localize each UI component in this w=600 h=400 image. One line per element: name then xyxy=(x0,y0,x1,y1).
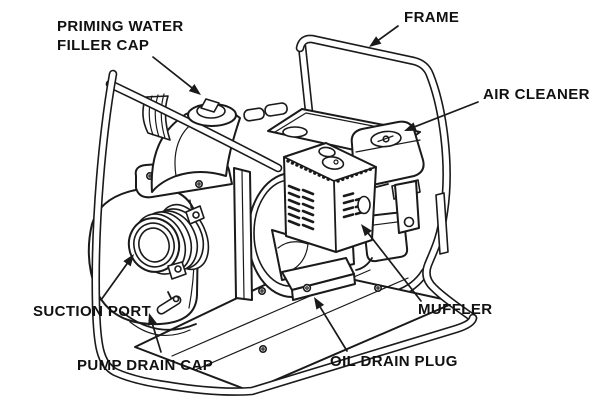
louvers-left xyxy=(287,184,315,231)
adapter-plate xyxy=(233,167,253,301)
cap-slot-tab xyxy=(200,98,220,113)
platform-bolt xyxy=(258,344,267,353)
bead-trim xyxy=(336,167,373,183)
leader-line-priming-water-filler-cap xyxy=(152,56,196,91)
engine-shroud xyxy=(283,142,377,253)
leader-arrowhead-oil-drain-plug xyxy=(314,297,325,310)
bead-trim xyxy=(286,159,332,182)
label-air-cleaner: AIR CLEANER xyxy=(483,86,590,103)
leader-arrowhead-air-cleaner xyxy=(404,122,417,131)
label-pump-drain-cap: PUMP DRAIN CAP xyxy=(77,357,213,374)
label-muffler: MUFFLER xyxy=(418,301,492,318)
platform-bolt xyxy=(257,286,266,295)
plate-bolt xyxy=(195,180,204,189)
label-frame: FRAME xyxy=(404,9,459,26)
leader-arrowhead-frame xyxy=(369,36,382,47)
leader-line-oil-drain-plug xyxy=(317,302,348,352)
leader-line-muffler xyxy=(365,229,422,302)
ear-bolt xyxy=(192,211,200,219)
label-suction-port: SUCTION PORT xyxy=(33,303,151,320)
priming-cap-part xyxy=(187,98,237,127)
engine-bracket xyxy=(435,192,449,255)
pump-drain-cap-part xyxy=(156,291,182,315)
volute-lip xyxy=(121,311,197,331)
leader-line-air-cleaner xyxy=(410,101,479,129)
ear-bolt xyxy=(174,265,182,273)
oil-drain-plug-bolt xyxy=(302,283,312,293)
label-oil-drain-plug: OIL DRAIN PLUG xyxy=(330,353,458,370)
leader-arrowhead-priming-water-filler-cap xyxy=(188,84,201,95)
leader-arrowhead-pump-drain-cap xyxy=(148,313,157,326)
leader-arrowhead-suction-port xyxy=(123,254,134,267)
leader-arrowhead-muffler xyxy=(361,224,372,237)
leader-line-frame xyxy=(374,25,399,44)
platform-bolt xyxy=(373,283,382,292)
suction-port-part xyxy=(127,203,210,280)
shroud-recess xyxy=(357,195,371,215)
leader-line-pump-drain-cap xyxy=(150,319,162,353)
carb-knob xyxy=(403,216,415,228)
muffler-pipe xyxy=(355,257,373,271)
leader-line-suction-port xyxy=(100,259,131,301)
tank-bracket xyxy=(243,107,265,122)
tank-bracket xyxy=(264,102,288,117)
